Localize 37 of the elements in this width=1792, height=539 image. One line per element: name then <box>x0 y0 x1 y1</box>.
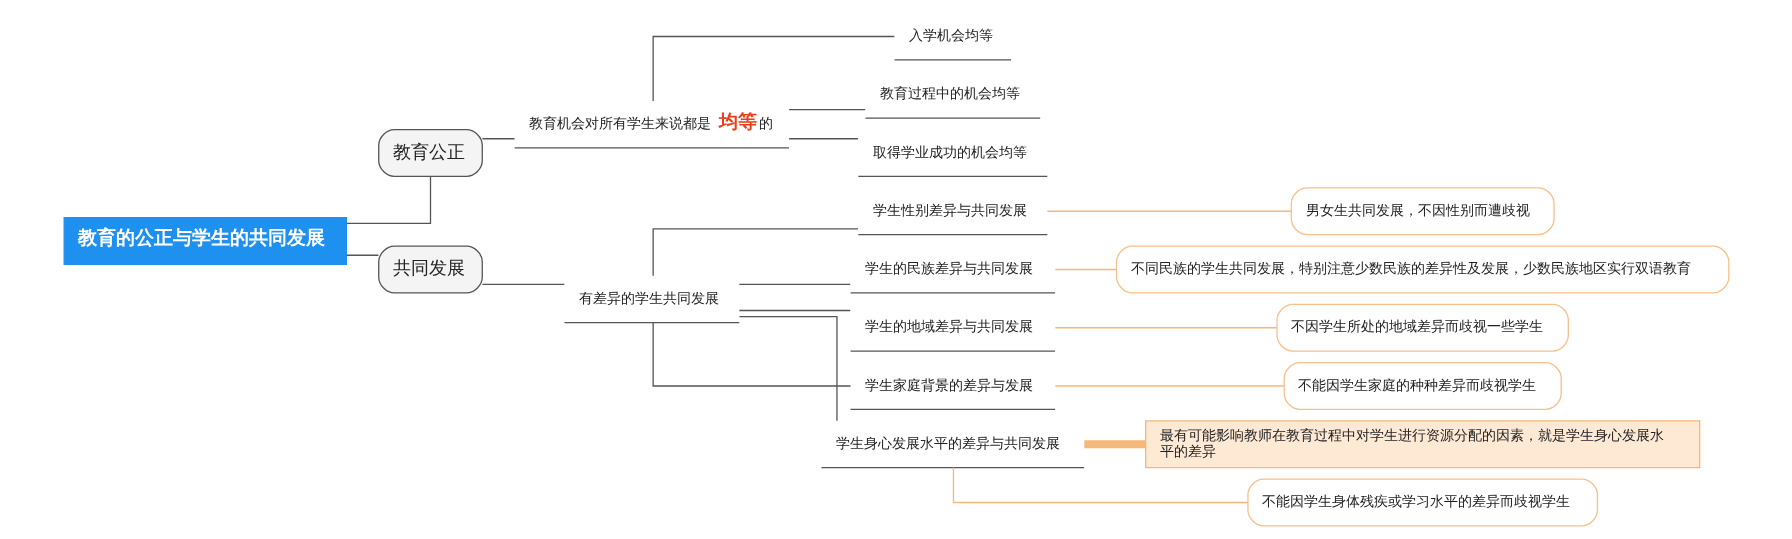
node-text: 有差异的学生共同发展 <box>578 289 719 306</box>
connector <box>652 35 895 102</box>
connector <box>652 228 859 277</box>
node-box: 教育的公正与学生的共同发展 <box>63 217 347 265</box>
connector <box>787 109 866 111</box>
node-text: 学生的民族差异与共同发展 <box>864 260 1033 277</box>
node-text: 取得学业成功的机会均等 <box>872 143 1027 160</box>
node-text: 学生家庭背景的差异与发展 <box>864 376 1033 393</box>
connector <box>652 322 851 387</box>
connector <box>481 283 565 286</box>
node-box: 最有可能影响教师在教育过程中对学生进行资源分配的因素，就是学生身心发展水平的差异 <box>1144 420 1700 469</box>
node-text: 学生身心发展水平的差异与共同发展 <box>835 434 1060 451</box>
node-text: 入学机会均等 <box>908 27 993 44</box>
connector <box>738 309 851 312</box>
node-box: 男女生共同发展，不因性别而遭歧视 <box>1290 187 1555 236</box>
node-box: 不因学生所处的地域差异而歧视一些学生 <box>1275 303 1569 352</box>
node-box: 不同民族的学生共同发展，特别注意少数民族的差异性及发展，少数民族地区实行双语教育 <box>1115 245 1729 294</box>
node-box: 共同发展 <box>377 245 483 294</box>
node-box: 不能因学生身体残疾或学习水平的差异而歧视学生 <box>1246 478 1598 527</box>
node-text: 教育机会对所有学生来说都是均等的 <box>528 109 773 133</box>
connector <box>1054 268 1117 271</box>
connector <box>1054 327 1277 329</box>
node-box: 教育公正 <box>377 129 483 177</box>
connector <box>738 283 851 286</box>
connector <box>345 254 379 256</box>
connector <box>1046 210 1292 212</box>
connector <box>787 138 859 140</box>
node-text: 学生的地域差异与共同发展 <box>864 318 1033 335</box>
node-text: 学生性别差异与共同发展 <box>872 201 1027 218</box>
connector <box>952 466 1248 504</box>
connector <box>1054 385 1284 387</box>
connector <box>1083 440 1145 449</box>
connector <box>481 138 515 140</box>
connector <box>738 315 838 422</box>
node-box: 不能因学生家庭的种种差异而歧视学生 <box>1283 362 1562 410</box>
connector <box>345 175 431 224</box>
node-text: 教育过程中的机会均等 <box>879 85 1020 102</box>
